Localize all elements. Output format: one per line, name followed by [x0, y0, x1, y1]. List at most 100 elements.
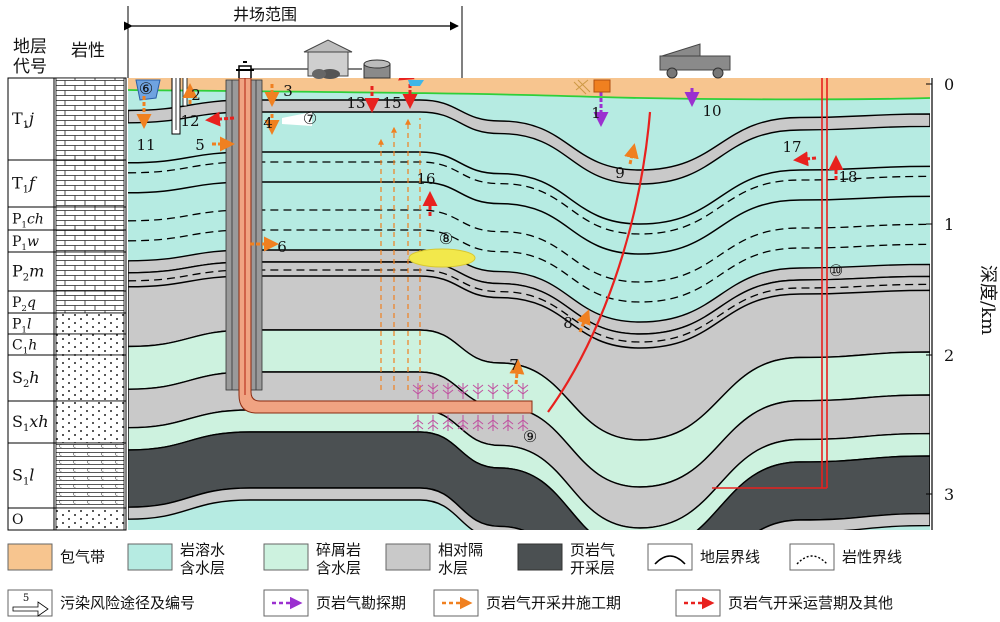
aquitard-band-upper	[128, 99, 930, 185]
legend-clastic: 碎屑岩 含水层	[263, 541, 361, 577]
depth-axis-label: 深度/km	[977, 265, 998, 335]
pathway-number: 3	[283, 82, 293, 100]
legend-strata-boundary-label: 地层界线	[700, 548, 760, 566]
spill	[408, 80, 424, 86]
formation-code: P1w	[12, 234, 39, 253]
lithology-cell	[55, 159, 125, 208]
legend-exploration: 页岩气勘探期	[263, 589, 406, 617]
legend-shale-label-2: 开采层	[570, 559, 615, 577]
formation-code: P1l	[12, 317, 31, 336]
storage-tank-icon	[363, 59, 391, 79]
legend-shale-label-1: 页岩气	[570, 541, 615, 559]
well-site-range-indicator: 井场范围	[123, 5, 463, 78]
pathway-arrow	[205, 111, 235, 127]
legend-clastic-label-2: 含水层	[316, 559, 361, 577]
formation-code-header-2: 代号	[13, 57, 47, 77]
gas-accumulation	[408, 248, 476, 268]
pond	[135, 79, 161, 101]
formation-code: C1h	[12, 338, 37, 357]
pathway-number: 15	[382, 94, 401, 112]
legend-aeration-label: 包气带	[60, 548, 105, 566]
legend-aeration: 包气带	[7, 543, 105, 571]
pathway-arrow	[576, 309, 591, 333]
depth-tick-label: 0	[944, 75, 954, 94]
circled-label: ⑧	[439, 229, 453, 248]
circled-label: ⑥	[139, 79, 153, 98]
exploration-site-icon	[593, 79, 611, 93]
circled-label: ③	[575, 59, 589, 78]
pathway-number: 13	[346, 94, 365, 112]
lithology-cell	[55, 77, 125, 161]
formation-code: P2q	[12, 295, 36, 314]
pathway-number: 10	[702, 102, 721, 120]
aquitard-band-base	[128, 487, 930, 530]
formation-code: S1xh	[12, 412, 49, 434]
circled-label: ⑤	[369, 43, 383, 62]
depth-tick-label: 1	[944, 215, 954, 234]
legend-strata-boundary: 地层界线	[647, 543, 760, 571]
pathway-number: 6	[277, 238, 287, 256]
pathway-number: 16	[416, 170, 435, 188]
legend-aquitard: 相对隔 水层	[385, 541, 483, 577]
legend: 包气带 岩溶水 含水层 碎屑岩 含水层 相对隔 水层 页岩气 开采层 地层界线	[7, 541, 902, 617]
circled-label: ⑦	[303, 109, 317, 128]
circled-label: ⑩	[829, 261, 843, 280]
formation-code: T1j	[12, 109, 34, 131]
lithology-cell	[55, 251, 125, 292]
lithology-cell	[55, 229, 125, 253]
legend-operation: 页岩气开采运营期及其他	[675, 589, 893, 617]
legend-construction: 页岩气开采井施工期	[433, 589, 621, 617]
formation-code: S2h	[12, 368, 40, 390]
formation-code: T1f	[12, 174, 38, 196]
production-well	[225, 78, 533, 414]
pathway-number: 18	[838, 168, 857, 186]
pathway-arrow	[398, 78, 415, 81]
formation-code: P1ch	[12, 212, 44, 231]
well-site-range-label: 井场范围	[233, 5, 297, 24]
lithology-cell	[55, 507, 125, 531]
legend-pathway: 5 污染风险途径及编号	[7, 589, 195, 617]
legend-aquitard-label-1: 相对隔	[438, 541, 483, 559]
legend-operation-label: 页岩气开采运营期及其他	[728, 594, 893, 612]
white-plume	[282, 112, 312, 126]
building-icon	[303, 39, 353, 79]
circled-label: ⑨	[523, 427, 537, 446]
fault	[547, 111, 652, 413]
pathway-number: 7	[509, 356, 519, 374]
pathway-number: 12	[180, 112, 199, 130]
hydraulic-fractures	[412, 383, 529, 431]
pathway-number: 9	[615, 164, 625, 182]
lithology-cell	[55, 333, 125, 356]
legend-aquitard-label-2: 水层	[438, 559, 468, 577]
lithology-cell	[55, 206, 125, 231]
pathway-arrows	[136, 78, 844, 385]
pathway-number: 11	[136, 136, 155, 154]
pathway-number: 5	[195, 136, 205, 154]
legend-lithology-boundary: 岩性界线	[789, 543, 902, 571]
legend-karst-label-2: 含水层	[180, 559, 225, 577]
formation-code: S1l	[12, 466, 34, 488]
formation-code: P2m	[12, 262, 44, 284]
pathway-arrow	[509, 359, 525, 385]
depth-tick-label: 2	[944, 346, 954, 365]
legend-pathway-label: 污染风险途径及编号	[60, 594, 195, 612]
pathway-number: 17	[782, 138, 801, 156]
legend-pathway-sample: 5	[23, 593, 29, 604]
lithology-cell	[55, 400, 125, 444]
truck-icon	[659, 43, 731, 79]
formation-code: O	[12, 512, 23, 528]
water-table	[128, 89, 930, 101]
lithology-cell	[55, 442, 125, 509]
legend-clastic-label-1: 碎屑岩	[316, 541, 361, 559]
lithology-cell	[55, 290, 125, 314]
legend-karst-label-1: 岩溶水	[180, 541, 225, 559]
lithology-cell	[55, 354, 125, 402]
pathway-number: 8	[563, 314, 573, 332]
legend-lithology-boundary-label: 岩性界线	[842, 548, 902, 566]
surface-facilities	[236, 39, 731, 95]
